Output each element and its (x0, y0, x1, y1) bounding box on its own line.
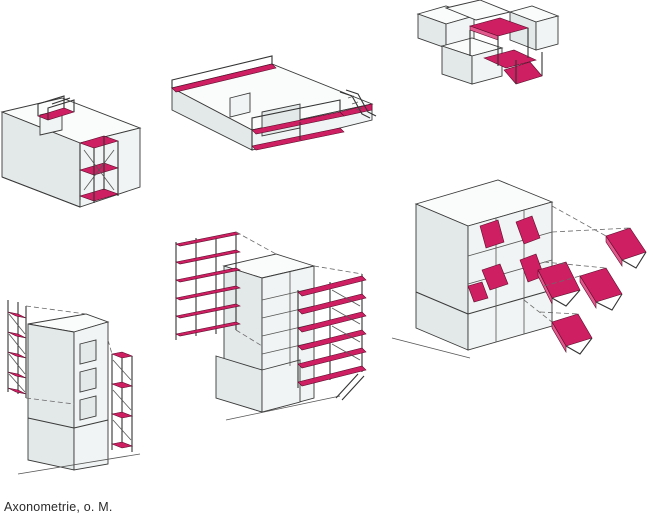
drawing-stacked-frame-cubes (416, 0, 560, 85)
drawing-slim-tower-with-stair-tower (7, 300, 141, 475)
drawing-flat-slab-with-balconies (170, 55, 377, 151)
drawing-open-box-with-scaffold (0, 95, 142, 208)
drawing-block-with-plug-in-modules (391, 179, 647, 359)
drawing-tall-block-with-facade-scaffold (175, 231, 367, 421)
figure-caption: Axonometrie, o. M. (4, 500, 113, 514)
